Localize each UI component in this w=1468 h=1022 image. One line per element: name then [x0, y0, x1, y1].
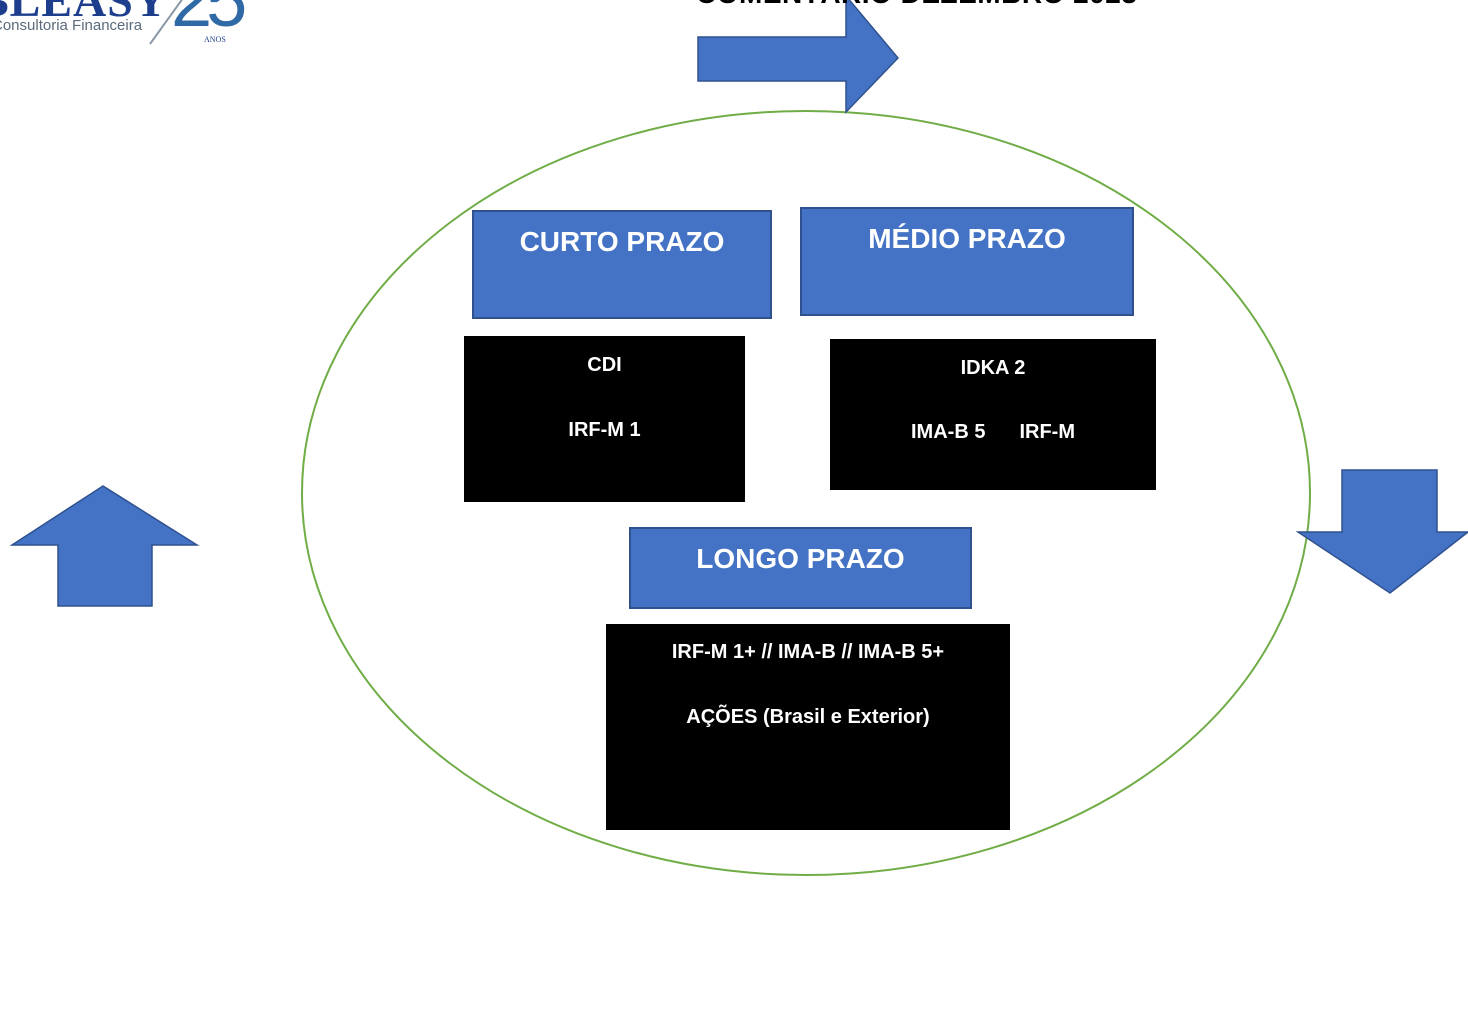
short-term-title: CURTO PRAZO [519, 226, 725, 257]
long-term-indices: IRF-M 1+ // IMA-B // IMA-B 5+ AÇÕES (Bra… [606, 624, 1010, 830]
long-term-index-2: AÇÕES (Brasil e Exterior) [686, 706, 930, 728]
short-term-index-2: IRF-M 1 [568, 419, 641, 441]
short-term-header: CURTO PRAZO [472, 210, 772, 319]
medium-term-title: MÉDIO PRAZO [868, 223, 1066, 254]
medium-term-header: MÉDIO PRAZO [800, 207, 1134, 316]
short-term-indices: CDI IRF-M 1 [464, 336, 745, 502]
short-term-index-1: CDI [587, 354, 622, 376]
logo-anniversary-label: ANOS [204, 35, 226, 44]
medium-term-index-3: IRF-M [1019, 421, 1075, 443]
page-title: COMENTÁRIO DEZEMBRO 2023 [696, 0, 1137, 10]
logo-anniversary-number: 25 [171, 0, 247, 42]
long-term-header: LONGO PRAZO [629, 527, 972, 609]
medium-term-index-1: IDKA 2 [960, 357, 1026, 379]
logo-subtitle: Consultoria Financeira [0, 17, 143, 34]
medium-term-indices: IDKA 2 IMA-B 5 IRF-M [830, 339, 1156, 490]
cycle-ellipse [301, 110, 1311, 876]
logo-slash [149, 0, 183, 45]
logo-name: BLEASY [0, 0, 169, 26]
medium-term-index-row: IMA-B 5 IRF-M [830, 421, 1156, 444]
medium-term-index-2: IMA-B 5 [911, 421, 986, 443]
long-term-title: LONGO PRAZO [696, 543, 905, 574]
arrow-right-icon [697, 0, 900, 114]
long-term-index-1: IRF-M 1+ // IMA-B // IMA-B 5+ [671, 641, 945, 663]
arrow-down-icon [1295, 469, 1468, 594]
arrow-up-icon [9, 485, 200, 607]
